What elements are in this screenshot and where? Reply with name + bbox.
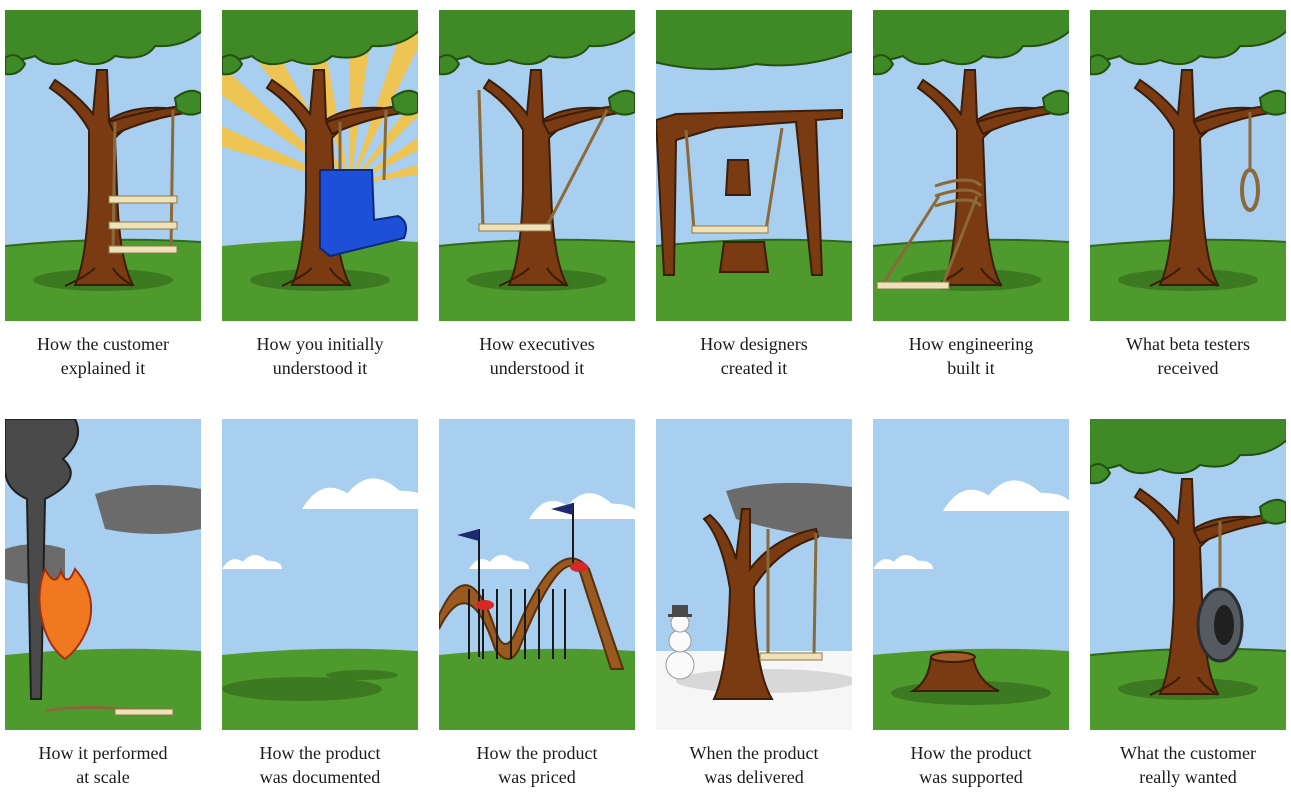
panel-caption: What the customer really wanted (1078, 741, 1291, 789)
caption-line: at scale (76, 767, 130, 787)
panel-caption: How the product was supported (861, 741, 1081, 789)
caption-line: How the product (259, 743, 381, 763)
comic-illustration (656, 10, 852, 321)
comic-illustration (1090, 419, 1286, 730)
caption-line: created it (720, 358, 788, 378)
noose-drawing (1090, 10, 1286, 321)
caption-line: understood it (489, 358, 585, 378)
plank-swing-drawing (439, 10, 635, 321)
caption-line: How executives (479, 334, 595, 354)
panel-caption: How executives understood it (427, 332, 647, 380)
winter-swing-drawing (656, 419, 852, 730)
caption-line: received (1157, 358, 1219, 378)
caption-line: What the customer (1120, 743, 1256, 763)
comic-illustration (439, 419, 635, 730)
caption-line: really wanted (1139, 767, 1237, 787)
caption-line: understood it (272, 358, 368, 378)
caption-line: When the product (689, 743, 819, 763)
panel-caption: When the product was delivered (644, 741, 864, 789)
caption-line: How it performed (38, 743, 168, 763)
caption-line: built it (947, 358, 995, 378)
panel-caption: How the customer explained it (0, 332, 213, 380)
comic-illustration (656, 419, 852, 730)
caption-line: was documented (259, 767, 381, 787)
caption-line: explained it (60, 358, 146, 378)
panel-caption: How designers created it (644, 332, 864, 380)
comic-illustration (222, 10, 418, 321)
comic-illustration (873, 10, 1069, 321)
panel-caption: How engineering built it (861, 332, 1081, 380)
caption-line: was delivered (704, 767, 804, 787)
comic-illustration (439, 10, 635, 321)
tire-swing-drawing (1090, 419, 1286, 730)
caption-line: was priced (498, 767, 576, 787)
caption-line: What beta testers (1126, 334, 1250, 354)
empty-field-drawing (222, 419, 418, 730)
tied-trunk-swing-drawing (873, 10, 1069, 321)
caption-line: How you initially (256, 334, 384, 354)
comic-illustration (873, 419, 1069, 730)
stump-drawing (873, 419, 1069, 730)
caption-line: How the customer (37, 334, 169, 354)
comic-illustration (5, 419, 201, 730)
armchair-swing-drawing (222, 10, 418, 321)
caption-line: How engineering (908, 334, 1034, 354)
comic-illustration (5, 10, 201, 321)
comic-illustration (1090, 10, 1286, 321)
caption-line: How designers (700, 334, 808, 354)
panel-caption: How the product was priced (427, 741, 647, 789)
ladder-swing-drawing (5, 10, 201, 321)
roller-coaster-drawing (439, 419, 635, 730)
burning-tree-drawing (5, 419, 201, 730)
panel-caption: What beta testers received (1078, 332, 1291, 380)
comic-illustration (222, 419, 418, 730)
panel-caption: How it performed at scale (0, 741, 213, 789)
caption-line: was supported (919, 767, 1023, 787)
split-trunk-swing-drawing (656, 10, 852, 321)
caption-line: How the product (910, 743, 1032, 763)
caption-line: How the product (476, 743, 598, 763)
panel-caption: How the product was documented (210, 741, 430, 789)
panel-caption: How you initially understood it (210, 332, 430, 380)
